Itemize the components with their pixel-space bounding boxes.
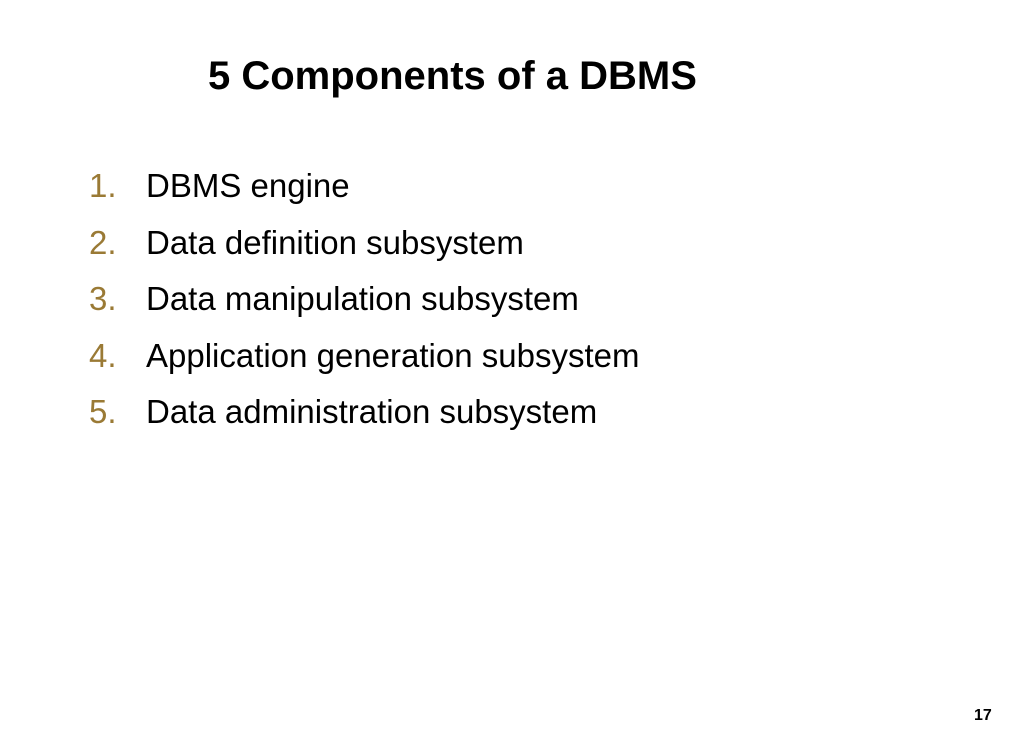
list-item-label: Data manipulation subsystem <box>146 280 579 317</box>
list-item-number-text: 3. <box>89 280 117 317</box>
list-item-number-text: 1. <box>89 167 117 204</box>
list-item-number-text: 4. <box>89 336 117 374</box>
list-item-number: 5. <box>84 386 146 438</box>
slide-title: 5 Components of a DBMS <box>208 54 697 98</box>
list-item-number-text: 5. <box>89 393 117 430</box>
page-number: 17 <box>974 707 992 724</box>
list-item-label: Application generation subsystem <box>146 336 640 374</box>
list-item-label: Data administration subsystem <box>146 393 598 430</box>
list-item-label: DBMS engine <box>146 167 350 204</box>
list-item: 2. Data definition subsystem <box>84 217 639 274</box>
list-item: 4. Application generation subsystem <box>84 330 639 387</box>
list-item: 1. DBMS engine <box>84 160 639 217</box>
list-item-number: 1. <box>84 160 146 212</box>
list-item: 5. Data administration subsystem <box>84 386 639 443</box>
components-list: 1. DBMS engine 2. Data definition subsys… <box>84 160 639 443</box>
list-item-number: 2. <box>84 217 146 269</box>
list-item-label: Data definition subsystem <box>146 223 524 261</box>
list-item-number-text: 2. <box>89 223 117 261</box>
list-item-number: 3. <box>84 273 146 325</box>
list-item: 3. Data manipulation subsystem <box>84 273 639 330</box>
list-item-number: 4. <box>84 330 146 382</box>
